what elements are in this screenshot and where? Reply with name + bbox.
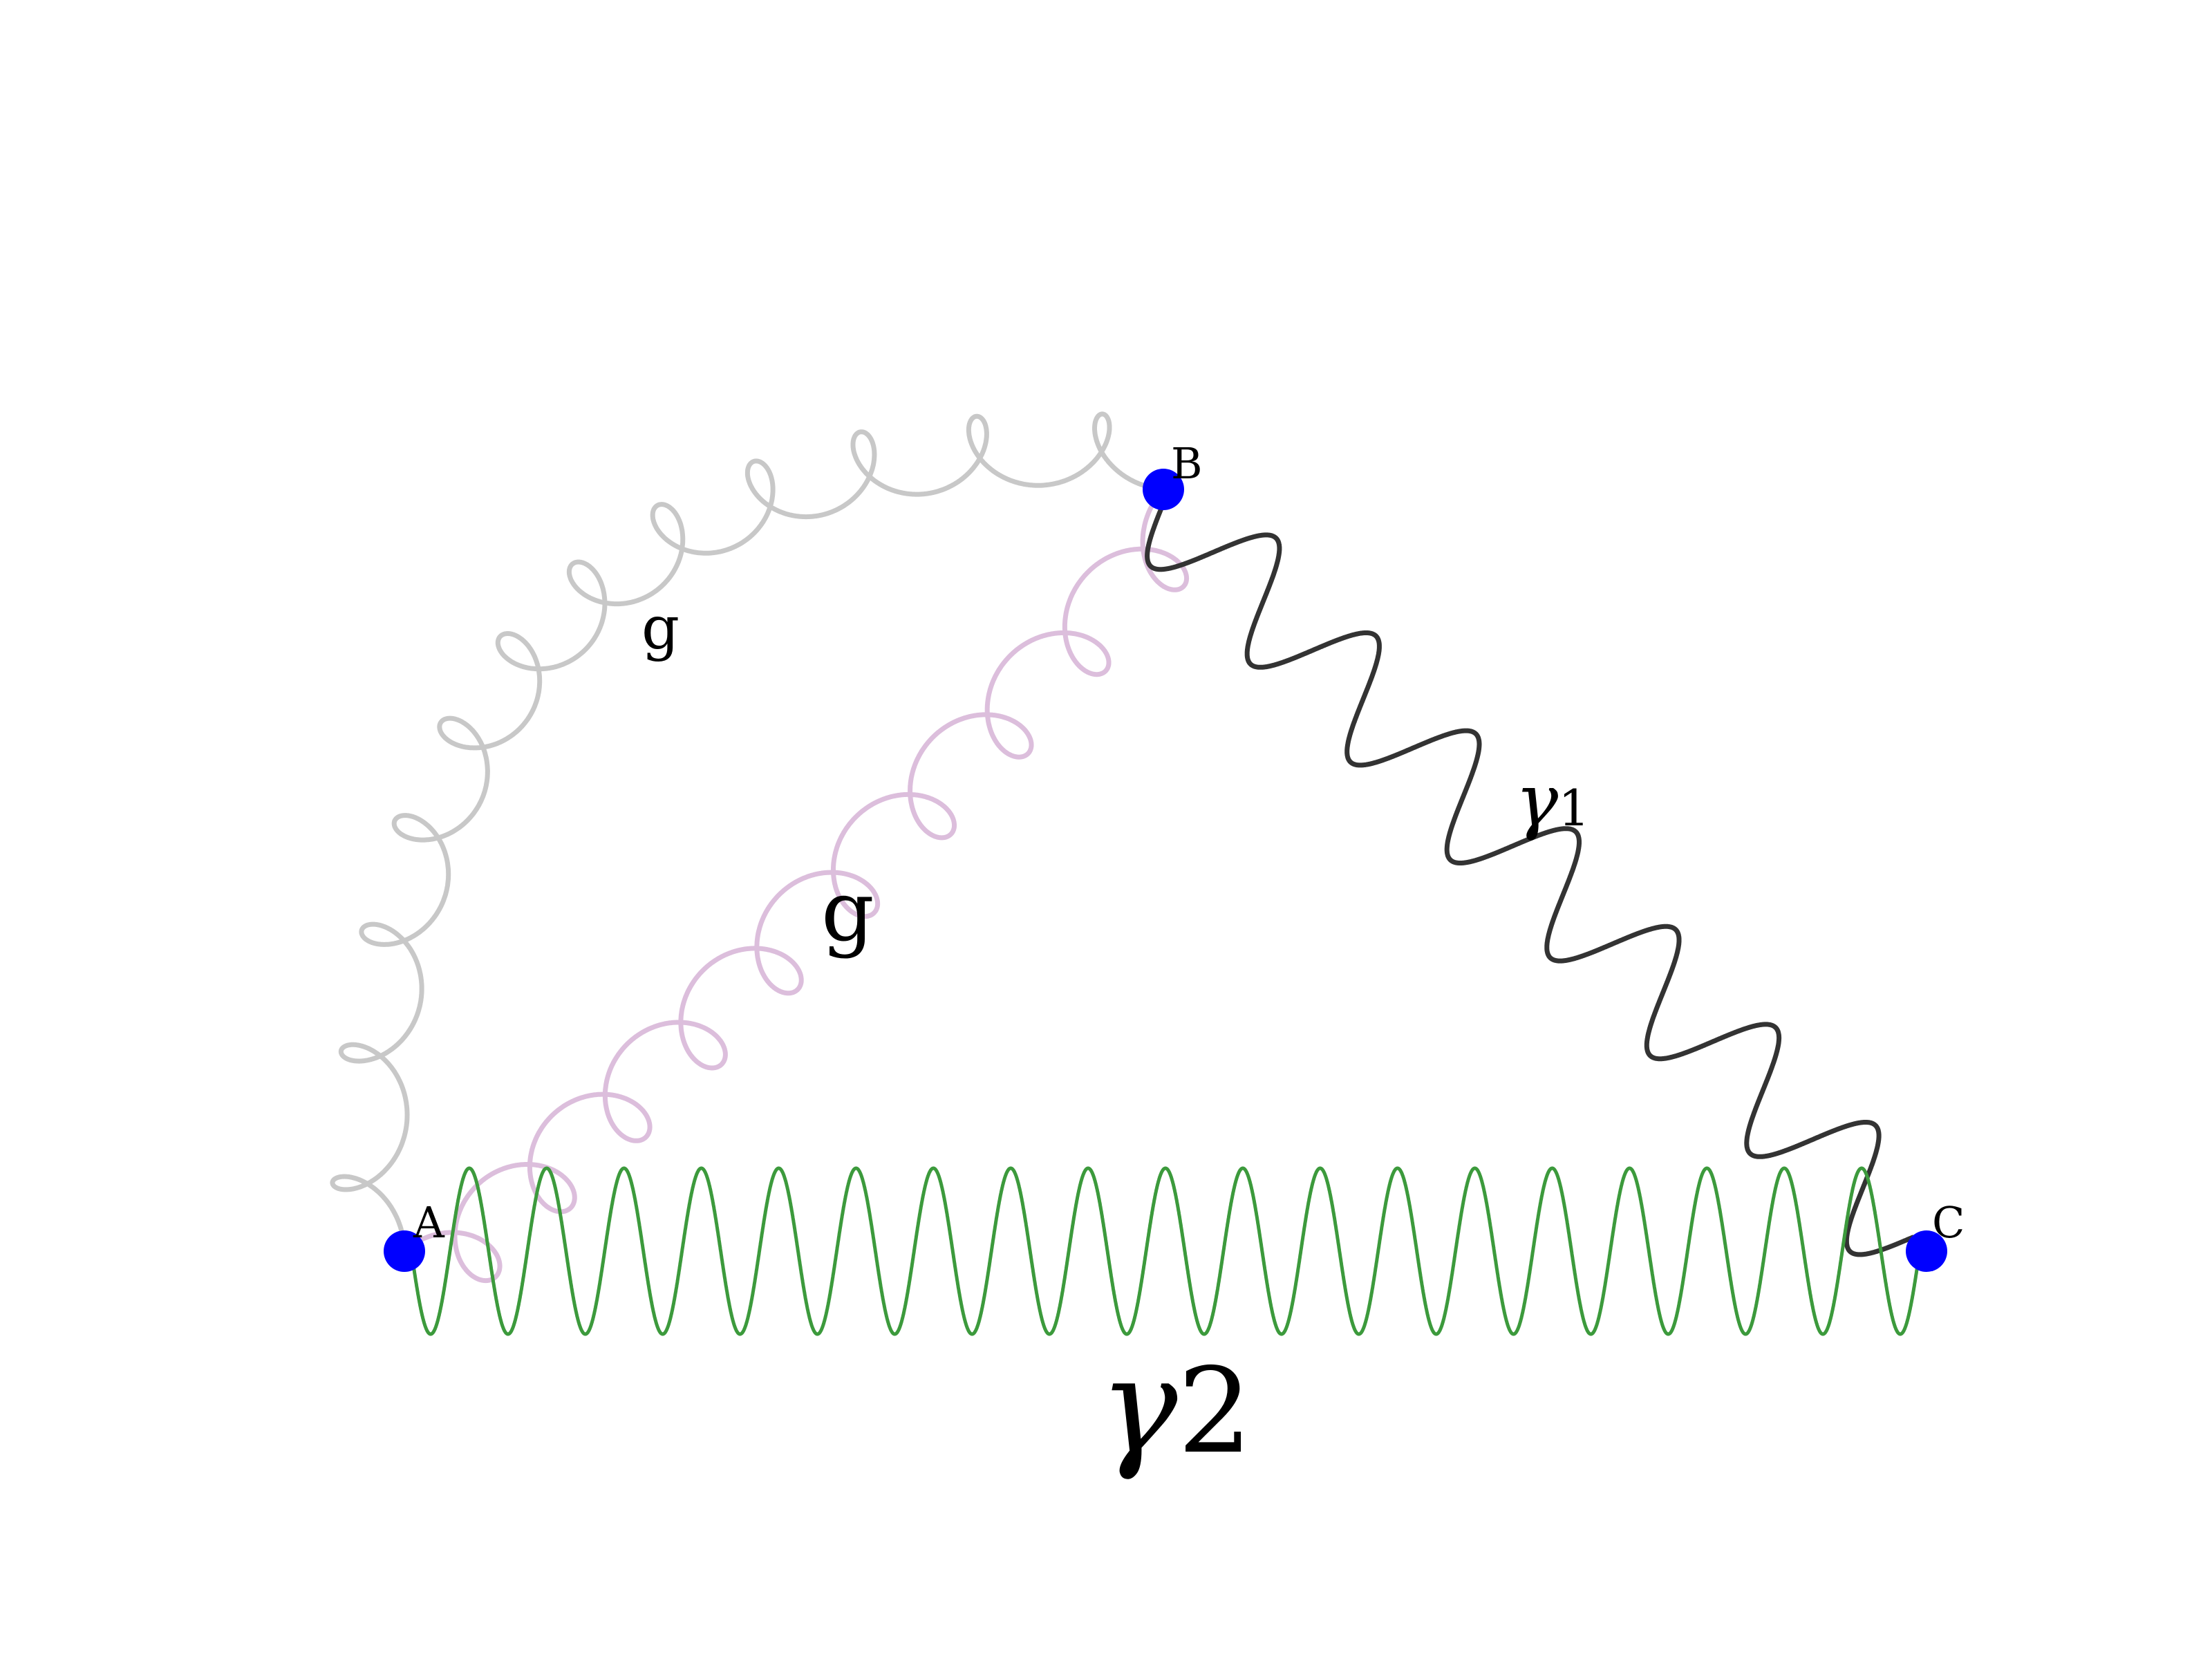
vertex-b-label: B: [1171, 438, 1203, 489]
photon-1-line: [1145, 500, 1915, 1257]
photon-1-label-symbol: γ: [1515, 758, 1559, 843]
vertex-b: [1143, 469, 1184, 510]
photon-2-label: γ2: [1099, 1330, 1253, 1483]
photon-2-label-symbol: γ: [1099, 1330, 1178, 1483]
photon-1-label-subscript: 1: [1558, 779, 1590, 837]
photon-2-label-subscript: 2: [1178, 1343, 1253, 1480]
vertex-c: [1906, 1230, 1947, 1272]
gluon-outer-line: [330, 411, 1166, 1254]
gluon-outer-label: g: [641, 594, 679, 663]
vertex-a: [384, 1230, 425, 1272]
vertex-c-label: C: [1932, 1197, 1965, 1248]
gluon-inner-line: [402, 487, 1190, 1284]
photon-2-line: [409, 1166, 1922, 1336]
gluon-inner-label: g: [821, 864, 874, 960]
vertex-a-label: A: [413, 1197, 445, 1248]
photon-1-label: γ1: [1515, 758, 1590, 843]
